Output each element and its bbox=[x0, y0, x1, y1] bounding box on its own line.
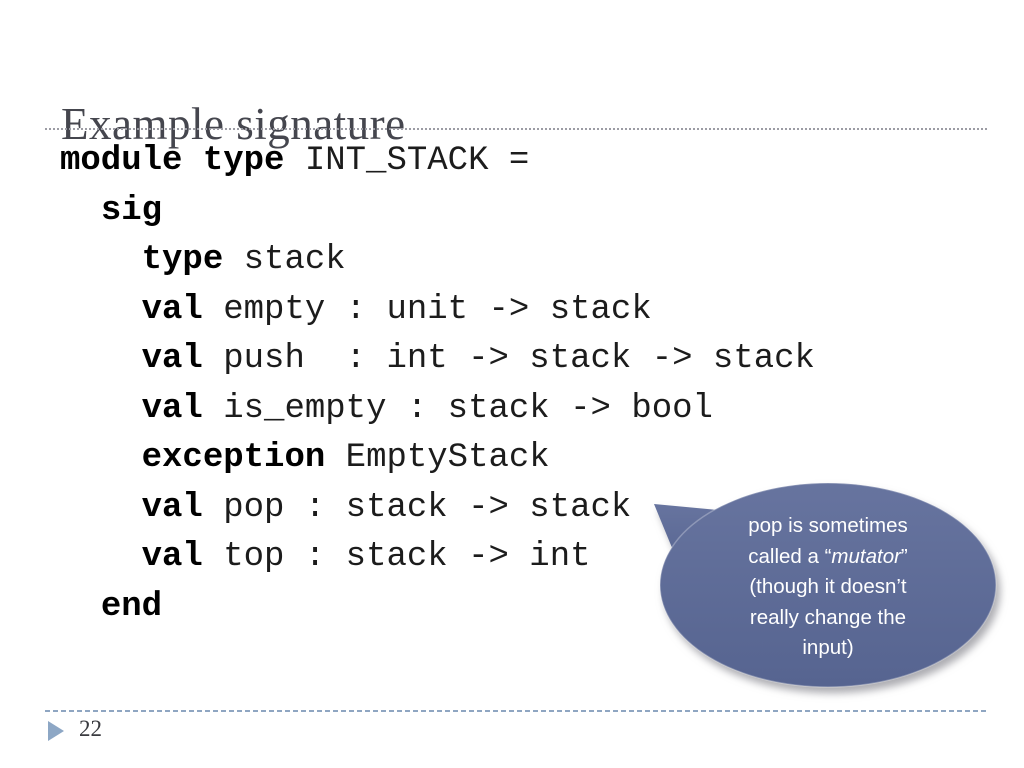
page-number: 22 bbox=[79, 716, 102, 741]
code-block: module type INT_STACK = sig type stack v… bbox=[60, 137, 815, 632]
footer-divider bbox=[45, 710, 989, 712]
callout-text: pop is sometimes called a “mutator” (thoug… bbox=[693, 511, 963, 664]
code-line: module type INT_STACK = bbox=[60, 142, 530, 180]
speech-bubble-body bbox=[659, 482, 997, 688]
callout-line: input) bbox=[802, 636, 854, 659]
code-line: val top : stack -> int bbox=[141, 538, 591, 576]
speech-bubble bbox=[654, 482, 997, 688]
code-line: type stack bbox=[141, 241, 346, 279]
slide-title: Example signature bbox=[61, 99, 406, 150]
title-divider bbox=[45, 128, 989, 130]
code-line: sig bbox=[100, 191, 163, 230]
code-line: val empty : unit -> stack bbox=[141, 290, 652, 329]
code-line: exception EmptyStack bbox=[141, 439, 550, 477]
code-line: val is_empty : stack -> bool bbox=[141, 389, 713, 428]
callout-line: really change the bbox=[749, 605, 907, 629]
code-line: val push : int -> stack -> stack bbox=[141, 340, 815, 378]
code-line: end bbox=[100, 587, 163, 626]
callout-line: (though it doesn’t bbox=[749, 575, 907, 598]
code-line: val pop : stack -> stack bbox=[141, 488, 632, 527]
triangle-right-icon bbox=[48, 721, 64, 741]
callout-line: called a “mutator” bbox=[748, 544, 908, 568]
callout-line: pop is sometimes bbox=[748, 514, 908, 537]
